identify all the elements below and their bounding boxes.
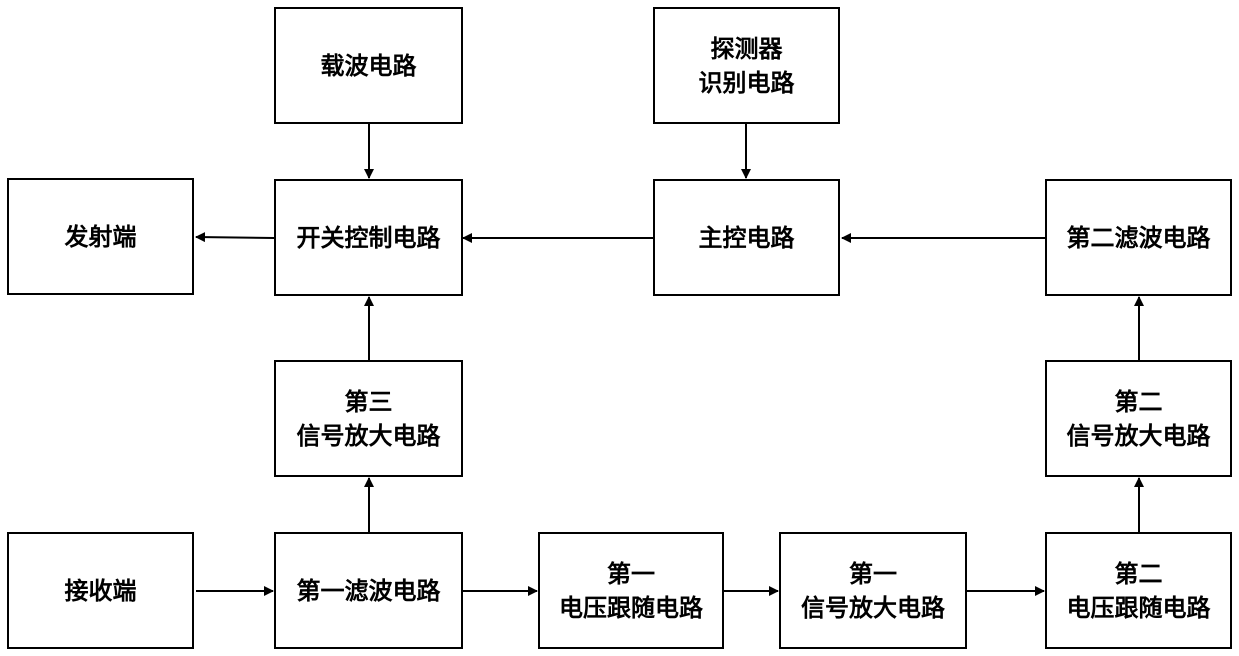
first-filter-block: 第一滤波电路 <box>274 532 463 649</box>
transmitter-label: 发射端 <box>65 220 137 254</box>
second-amplifier-block: 第二 信号放大电路 <box>1045 360 1232 477</box>
detector-recognition-block: 探测器 识别电路 <box>653 7 840 124</box>
second-voltage-follower-label-line2: 电压跟随电路 <box>1067 591 1211 625</box>
carrier-circuit-block: 载波电路 <box>274 7 463 124</box>
second-voltage-follower-label-line1: 第二 <box>1115 557 1163 591</box>
third-amplifier-label-line2: 信号放大电路 <box>297 419 441 453</box>
second-filter-label: 第二滤波电路 <box>1067 221 1211 255</box>
second-amplifier-label-line1: 第二 <box>1115 385 1163 419</box>
first-filter-label: 第一滤波电路 <box>297 574 441 608</box>
first-voltage-follower-block: 第一 电压跟随电路 <box>538 532 724 649</box>
second-voltage-follower-block: 第二 电压跟随电路 <box>1045 532 1232 649</box>
switch-control-label: 开关控制电路 <box>297 221 441 255</box>
first-amplifier-label-line2: 信号放大电路 <box>801 591 945 625</box>
switch-control-block: 开关控制电路 <box>274 179 463 296</box>
main-control-block: 主控电路 <box>653 179 840 296</box>
first-amplifier-block: 第一 信号放大电路 <box>779 532 967 649</box>
third-amplifier-label-line1: 第三 <box>345 385 393 419</box>
transmitter-block: 发射端 <box>7 178 194 295</box>
first-voltage-follower-label-line1: 第一 <box>607 557 655 591</box>
receiver-block: 接收端 <box>7 532 194 649</box>
arrow-switch-to-transmitter <box>196 237 274 238</box>
main-control-label: 主控电路 <box>699 221 795 255</box>
detector-recognition-label-line1: 探测器 <box>711 32 783 66</box>
third-amplifier-block: 第三 信号放大电路 <box>274 360 463 477</box>
detector-recognition-label-line2: 识别电路 <box>699 66 795 100</box>
first-amplifier-label-line1: 第一 <box>849 557 897 591</box>
first-voltage-follower-label-line2: 电压跟随电路 <box>559 591 703 625</box>
receiver-label: 接收端 <box>65 574 137 608</box>
second-filter-block: 第二滤波电路 <box>1045 179 1232 296</box>
carrier-circuit-label: 载波电路 <box>321 49 417 83</box>
second-amplifier-label-line2: 信号放大电路 <box>1067 419 1211 453</box>
